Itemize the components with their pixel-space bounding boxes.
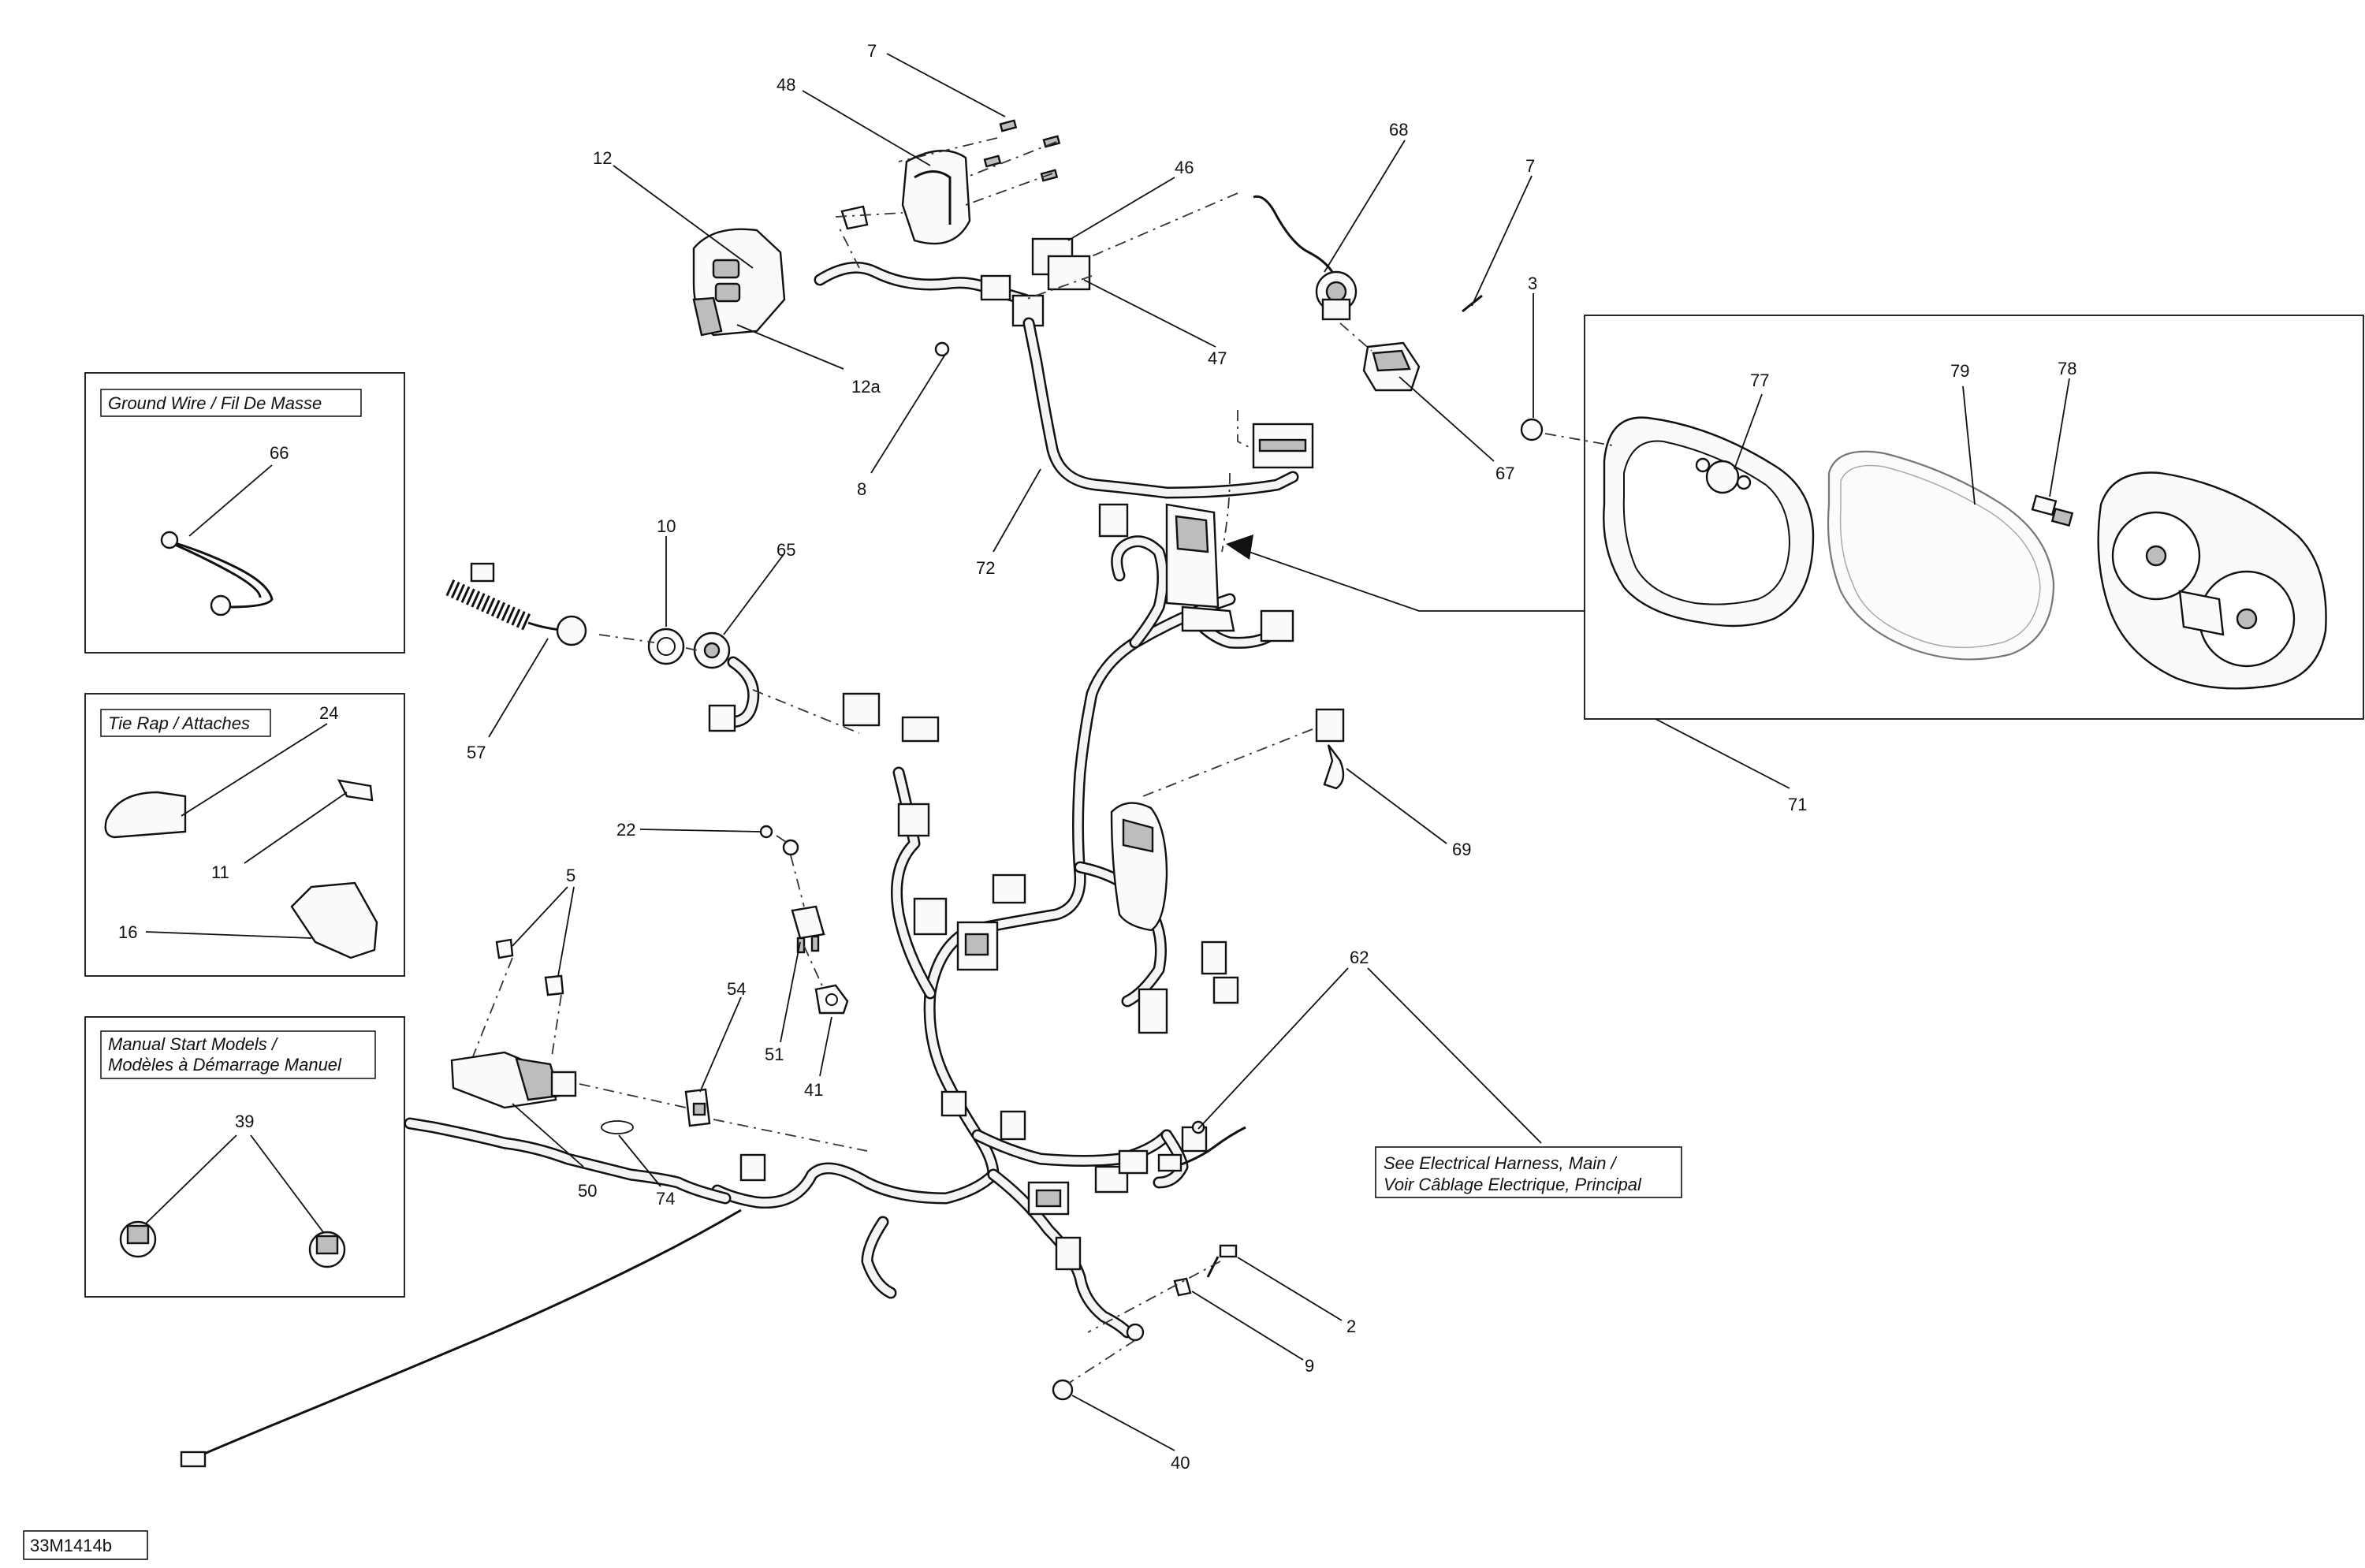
callout-7b: 7 — [1525, 156, 1535, 176]
bezel-77 — [1603, 416, 1815, 628]
connector-46 — [1031, 237, 1091, 291]
disc-74 — [601, 1120, 634, 1134]
tie-rap-label: Tie Rap / Attaches — [108, 713, 250, 733]
callout-24: 24 — [319, 703, 338, 723]
callout-71: 71 — [1788, 795, 1807, 814]
coiled-wire-57 — [445, 562, 587, 646]
tie-rap-24 — [104, 791, 187, 839]
relay-51 — [791, 905, 825, 954]
terminal-connector — [180, 1451, 207, 1468]
manual-start-label-1: Manual Start Models / — [108, 1034, 278, 1054]
bracket-41 — [814, 984, 849, 1015]
see-main-harness-note: See Electrical Harness, Main / Voir Câbl… — [1375, 1146, 1682, 1198]
assembly-lines — [472, 137, 1613, 1384]
key-cap-67 — [1362, 341, 1421, 392]
callout-12a: 12a — [851, 377, 881, 397]
clip-5a — [495, 938, 514, 959]
bulb-78 — [2031, 494, 2074, 527]
gauge-cluster — [2097, 471, 2327, 690]
callout-66: 66 — [270, 443, 289, 463]
callout-72: 72 — [976, 558, 995, 578]
callout-9: 9 — [1305, 1356, 1314, 1376]
drawing-code: 33M1414b — [30, 1536, 112, 1555]
callout-62: 62 — [1350, 948, 1369, 967]
callout-74: 74 — [656, 1189, 675, 1209]
ground-wire-label: Ground Wire / Fil De Masse — [108, 393, 322, 413]
callout-78: 78 — [2058, 359, 2076, 378]
callout-22: 22 — [616, 820, 635, 840]
callout-7a: 7 — [867, 41, 877, 61]
nut-22 — [759, 825, 773, 839]
callout-67: 67 — [1495, 464, 1514, 483]
main-harness — [404, 503, 1294, 1342]
long-ground-wire — [192, 1209, 742, 1460]
connector-69 — [1315, 708, 1345, 790]
tie-rap-16 — [290, 881, 378, 959]
ground-wire-inset: Ground Wire / Fil De Masse 66 — [84, 372, 405, 654]
washer-9 — [1173, 1277, 1192, 1297]
tie-rap-inset: Tie Rap / Attaches 24 11 16 — [84, 693, 405, 977]
manual-start-inset: Manual Start Models / Modèles à Démarrag… — [84, 1016, 405, 1298]
note-line-2: Voir Câblage Electrique, Principal — [1384, 1175, 1642, 1194]
harness-connector-65b — [842, 692, 881, 727]
key-switch-68 — [1315, 270, 1358, 321]
screw-2 — [1206, 1244, 1238, 1278]
callout-5: 5 — [566, 866, 575, 885]
drawing-code-box: 33M1414b — [23, 1530, 148, 1560]
harness-protector — [1110, 802, 1168, 932]
connector-72-end — [1252, 423, 1314, 469]
socket-65 — [693, 631, 760, 732]
harness-connector-right — [1260, 609, 1294, 642]
callout-16: 16 — [118, 922, 137, 942]
screw-clip-39-left — [119, 1220, 157, 1258]
callout-11: 11 — [211, 862, 229, 882]
callout-12: 12 — [593, 148, 612, 168]
tie-rap-11 — [337, 779, 374, 802]
callout-48: 48 — [777, 75, 795, 95]
callout-77: 77 — [1750, 371, 1769, 390]
callout-69: 69 — [1452, 840, 1471, 859]
screw-clip-39-right — [308, 1231, 346, 1268]
lens-79 — [1827, 450, 2055, 661]
callout-8: 8 — [857, 479, 866, 499]
callout-57: 57 — [467, 743, 486, 762]
callout-10: 10 — [657, 516, 676, 536]
callout-46: 46 — [1175, 158, 1194, 177]
callout-41: 41 — [804, 1080, 823, 1100]
note-line-1: See Electrical Harness, Main / — [1384, 1153, 1618, 1173]
connector-upper — [980, 274, 1011, 301]
callout-numbers: 7 48 12 12a 46 47 68 7 3 67 8 72 77 79 7… — [467, 41, 2076, 1473]
grommet-40 — [1052, 1379, 1074, 1401]
callout-65: 65 — [777, 540, 795, 560]
ground-wire-part — [165, 538, 274, 609]
clip-5b — [544, 974, 564, 996]
callout-50: 50 — [578, 1181, 597, 1201]
switch-cover-48 — [901, 150, 971, 245]
nut-3 — [1520, 418, 1544, 441]
callout-39: 39 — [235, 1112, 254, 1131]
callout-2: 2 — [1346, 1317, 1356, 1336]
callout-40: 40 — [1171, 1453, 1190, 1473]
manual-start-label-2: Modèles à Démarrage Manuel — [108, 1055, 342, 1075]
callout-3: 3 — [1528, 274, 1537, 293]
callout-51: 51 — [765, 1045, 784, 1064]
grommet-10 — [647, 628, 685, 665]
module-50 — [450, 1051, 577, 1109]
callout-54: 54 — [727, 979, 746, 999]
leader-lines — [488, 53, 2070, 1451]
callout-79: 79 — [1950, 361, 1969, 381]
callout-47: 47 — [1208, 348, 1227, 368]
callout-68: 68 — [1389, 120, 1408, 140]
handlebar-switch-assembly — [692, 119, 1061, 357]
harness-connector-top-left — [1098, 503, 1129, 538]
connector-54 — [684, 1088, 711, 1127]
